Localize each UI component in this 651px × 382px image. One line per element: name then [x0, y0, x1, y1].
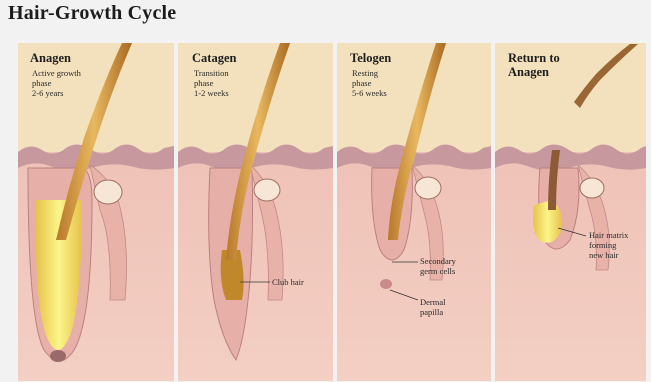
hair-matrix-line-1: Hair matrix: [589, 230, 628, 240]
catagen-desc-line-2: phase: [194, 78, 229, 88]
hair-matrix-line-3: new hair: [589, 250, 628, 260]
anagen-desc-line-3: 2-6 years: [32, 88, 81, 98]
label-hair-matrix: Hair matrix forming new hair: [589, 230, 628, 260]
dermal-papilla-line-1: Dermal: [420, 297, 446, 307]
label-club-hair: Club hair: [272, 277, 304, 287]
telogen-desc-line-3: 5-6 weeks: [352, 88, 387, 98]
telogen-dermal-papilla: [380, 279, 392, 289]
phase-title-return-anagen: Return to Anagen: [508, 51, 560, 79]
dermal-papilla-line-2: papilla: [420, 307, 446, 317]
panel-return-anagen: [495, 43, 646, 381]
return-title-line-2: Anagen: [508, 65, 560, 79]
catagen-sebaceous-gland: [254, 179, 280, 201]
panel-telogen-dermis: [337, 152, 491, 381]
label-dermal-papilla: Dermal papilla: [420, 297, 446, 317]
telogen-sebaceous-gland: [415, 177, 441, 199]
telogen-desc: Resting phase 5-6 weeks: [352, 68, 387, 98]
anagen-papilla: [50, 350, 66, 362]
secondary-germ-line-2: germ cells: [420, 266, 456, 276]
telogen-desc-line-1: Resting: [352, 68, 387, 78]
diagram-title: Hair-Growth Cycle: [8, 2, 176, 25]
phase-title-telogen: Telogen: [350, 51, 391, 65]
anagen-desc-line-1: Active growth: [32, 68, 81, 78]
secondary-germ-line-1: Secondary: [420, 256, 456, 266]
phase-title-anagen: Anagen: [30, 51, 71, 65]
anagen-sebaceous-gland: [94, 180, 122, 204]
hair-matrix-line-2: forming: [589, 240, 628, 250]
phase-title-catagen: Catagen: [192, 51, 236, 65]
catagen-desc-line-1: Transition: [194, 68, 229, 78]
anagen-desc-line-2: phase: [32, 78, 81, 88]
anagen-desc: Active growth phase 2-6 years: [32, 68, 81, 98]
catagen-desc: Transition phase 1-2 weeks: [194, 68, 229, 98]
telogen-desc-line-2: phase: [352, 78, 387, 88]
return-sebaceous-gland: [580, 178, 604, 198]
catagen-desc-line-3: 1-2 weeks: [194, 88, 229, 98]
return-title-line-1: Return to: [508, 51, 560, 65]
label-secondary-germ-cells: Secondary germ cells: [420, 256, 456, 276]
